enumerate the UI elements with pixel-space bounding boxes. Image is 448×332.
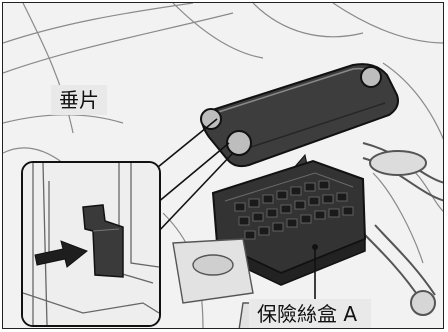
- fuse-box-label: 保險絲盒 A: [249, 299, 372, 328]
- fuse-box-leader: [312, 244, 318, 299]
- right-side-hoses: [362, 142, 443, 316]
- tab-detail-inset: [21, 161, 161, 327]
- arrow-right-icon: [34, 240, 88, 268]
- tab-detail-illustration: [23, 163, 159, 325]
- tab-part: [82, 204, 124, 278]
- tab-marker-rear: [360, 66, 382, 88]
- tab-marker-front-lower: [226, 130, 252, 156]
- cover-tab-markers: [200, 66, 382, 156]
- tab-marker-front-upper: [200, 108, 222, 130]
- figure-frame: 垂片 保險絲盒 A: [2, 2, 444, 329]
- tab-label: 垂片: [51, 85, 107, 115]
- fuse-box-body: [211, 159, 367, 286]
